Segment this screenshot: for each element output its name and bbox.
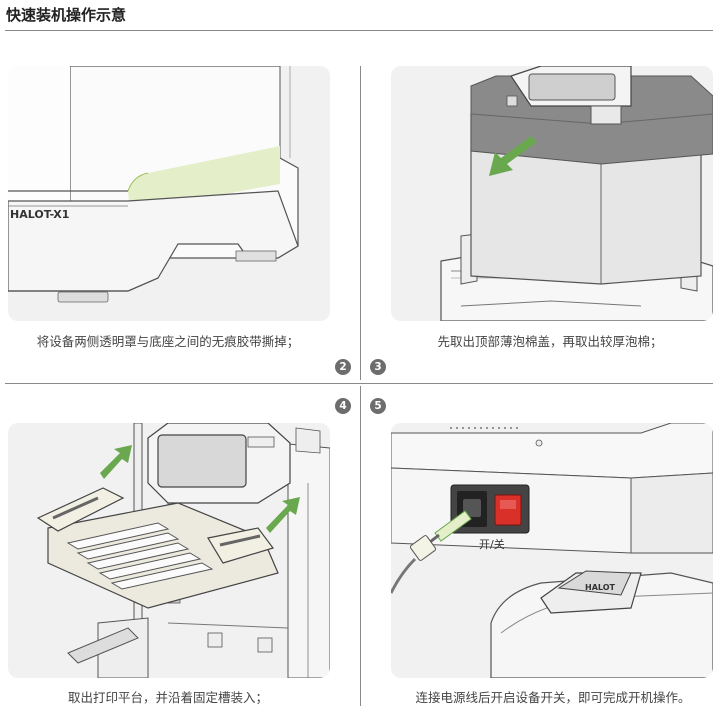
vertical-divider-bottom [360,386,361,706]
step-badge-4: 4 [335,398,351,414]
printer-label-text: HALOT-X1 [10,208,69,221]
step2-caption: 先取出顶部薄泡棉盖，再取出较厚泡棉； [437,334,663,349]
horizontal-divider [5,383,713,384]
step-badge-3: 3 [370,359,386,375]
step-badge-2: 2 [335,359,351,375]
step1-caption: 将设备两侧透明罩与底座之间的无痕胶带撕掉； [36,334,300,349]
step5-caption: 连接电源线后开启设备开关，即可完成开机操作。 [415,690,691,705]
printer-logo-text: HALOT [585,583,616,592]
step5-illustration: 开/关 HALOT [391,423,713,678]
step1-illustration: HALOT-X1 [8,66,330,321]
vertical-divider-top [360,66,361,380]
power-switch-label: 开/关 [479,537,505,551]
step-badge-5: 5 [370,398,386,414]
step4-illustration [8,423,330,678]
step4-caption: 取出打印平台，并沿着固定槽装入； [67,690,268,705]
page-title: 快速装机操作示意 [6,6,127,24]
title-divider [5,30,713,31]
step2-illustration [391,66,713,321]
